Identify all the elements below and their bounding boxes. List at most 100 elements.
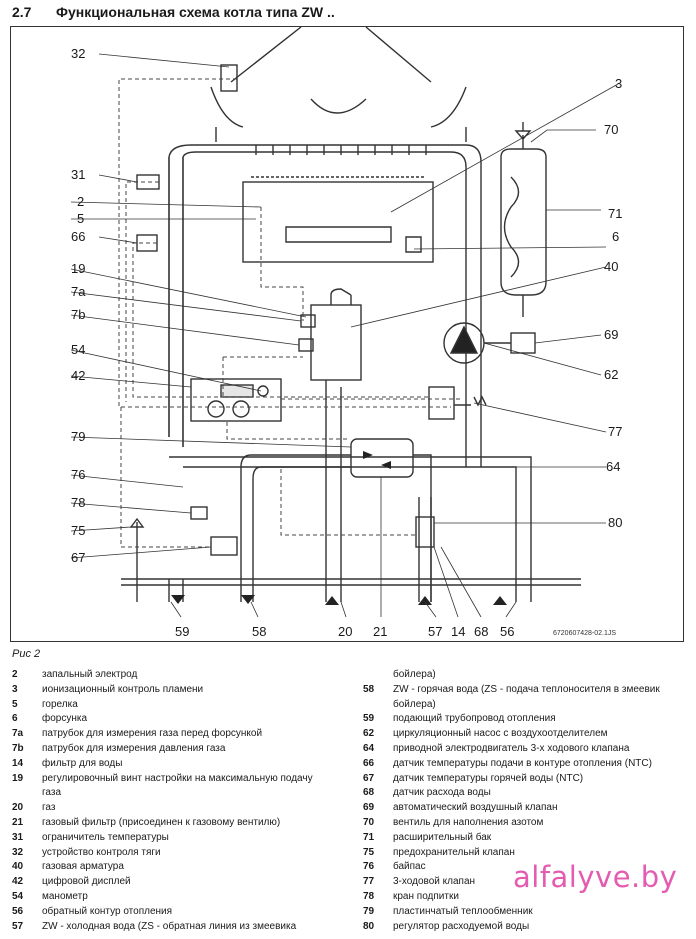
- legend-key: 67: [363, 772, 375, 784]
- bottom-label-59: 59: [175, 624, 189, 639]
- legend-value: автоматический воздушный клапан: [393, 802, 558, 814]
- legend-key: 70: [363, 816, 375, 828]
- legend-value: горелка: [42, 698, 78, 710]
- callout-69: 69: [604, 327, 618, 342]
- legend-key: 42: [12, 876, 24, 888]
- callout-3: 3: [615, 76, 622, 91]
- callout-7b: 7b: [71, 307, 85, 322]
- legend-value: газ: [42, 802, 56, 814]
- callout-80: 80: [608, 515, 622, 530]
- callout-31: 31: [71, 167, 85, 182]
- callout-40: 40: [604, 259, 618, 274]
- legend-item: 80 регулятор расходуемой воды: [363, 920, 693, 935]
- legend-key: 5: [12, 698, 18, 710]
- legend-value: регулятор расходуемой воды: [393, 920, 530, 932]
- callout-70: 70: [604, 122, 618, 137]
- callout-64: 64: [606, 459, 620, 474]
- legend-key: 56: [12, 905, 24, 917]
- legend-value: бойлера): [393, 669, 436, 680]
- legend-key: 80: [363, 920, 375, 932]
- legend-value: 3-ходовой клапан: [393, 876, 476, 888]
- legend-value: регулировочный винт настройки на максима…: [42, 772, 313, 784]
- bottom-label-20: 20: [338, 624, 352, 639]
- boiler-schematic: 32 3 70 31 2 5 66 71 6 19 40 7a 7b 69 54…: [70, 27, 622, 639]
- callout-77: 77: [608, 424, 622, 439]
- legend-key: 19: [12, 772, 24, 784]
- legend-value: ZW - холодная вода (ZS - обратная линия …: [42, 920, 297, 932]
- legend-item: 68 датчик расхода воды: [363, 786, 693, 801]
- bottom-label-57: 57: [428, 624, 442, 639]
- legend-key: 14: [12, 757, 24, 769]
- diagram-frame: [10, 26, 684, 642]
- legend-key: 7a: [12, 728, 24, 740]
- legend-key: 31: [12, 831, 24, 843]
- callout-66: 66: [71, 229, 85, 244]
- legend-key: 76: [363, 861, 375, 873]
- legend-item: бойлера): [363, 698, 693, 713]
- legend-key: 2: [12, 669, 18, 680]
- section-title: Функциональная схема котла типа ZW ..: [56, 4, 335, 20]
- legend-item: 2 запальный электрод: [12, 668, 352, 683]
- callout-62: 62: [604, 367, 618, 382]
- legend-value: манометр: [42, 890, 88, 902]
- legend-key: 58: [363, 683, 375, 695]
- legend-item: 62 циркуляционный насос с воздухоотделите…: [363, 727, 693, 742]
- callout-67: 67: [71, 550, 85, 565]
- legend-value: газа: [42, 787, 62, 799]
- legend-item: 19 регулировочный винт настройки на макси…: [12, 772, 352, 787]
- legend-value: цифровой дисплей: [42, 876, 131, 888]
- bottom-label-21: 21: [373, 624, 387, 639]
- legend-value: датчик температуры подачи в контуре отоп…: [393, 757, 652, 769]
- legend-item: 58 ZW - горячая вода (ZS - подача теплоно…: [363, 683, 693, 698]
- legend-key: 71: [363, 831, 375, 843]
- legend-value: форсунка: [42, 713, 88, 725]
- legend-value: предохранительнй клапан: [393, 846, 515, 858]
- legend-key: 66: [363, 757, 375, 769]
- legend-value: обратный контур отопления: [42, 905, 173, 917]
- callout-71: 71: [608, 206, 622, 221]
- legend-value: бойлера): [393, 698, 436, 710]
- legend-key: 21: [12, 816, 24, 828]
- legend-value: ограничитель температуры: [42, 831, 169, 843]
- legend-value: датчик температуры горячей воды (NTC): [393, 772, 584, 784]
- legend-item: 7a патрубок для измерения газа перед форс…: [12, 727, 352, 742]
- legend-item: 7b патрубок для измерения давления газа: [12, 742, 352, 757]
- legend-key: 57: [12, 920, 24, 932]
- legend-item: 77 3-ходовой клапан: [363, 875, 693, 890]
- section-number: 2.7: [12, 4, 32, 20]
- legend-value: пластинчатый теплообменник: [393, 905, 533, 917]
- bottom-label-56: 56: [500, 624, 514, 639]
- legend-value: циркуляционный насос с воздухоотделителе…: [393, 728, 608, 740]
- legend-key: 62: [363, 728, 375, 740]
- legend-key: 68: [363, 787, 375, 799]
- legend-value: патрубок для измерения давления газа: [42, 742, 226, 754]
- legend-right-column: бойлера) 58 ZW - горячая вода (ZS - подача…: [363, 668, 693, 934]
- legend-value: газовая арматура: [42, 861, 124, 873]
- legend-key: 77: [363, 876, 375, 888]
- callout-42: 42: [71, 368, 85, 383]
- figure-caption: Рис 2: [12, 648, 41, 660]
- legend-key: 59: [363, 713, 375, 725]
- legend-value: запальный электрод: [42, 669, 138, 680]
- legend-value: датчик расхода воды: [393, 787, 491, 799]
- legend-key: 7b: [12, 742, 24, 754]
- legend-item: 31 ограничитель температуры: [12, 831, 352, 846]
- callout-75: 75: [71, 523, 85, 538]
- legend-value: устройство контроля тяги: [42, 846, 161, 858]
- legend-value: патрубок для измерения газа перед форсун…: [42, 728, 263, 740]
- legend-value: ZW - горячая вода (ZS - подача теплоноси…: [393, 683, 660, 695]
- legend-value: кран подпитки: [393, 890, 459, 902]
- legend-value: байпас: [393, 861, 426, 873]
